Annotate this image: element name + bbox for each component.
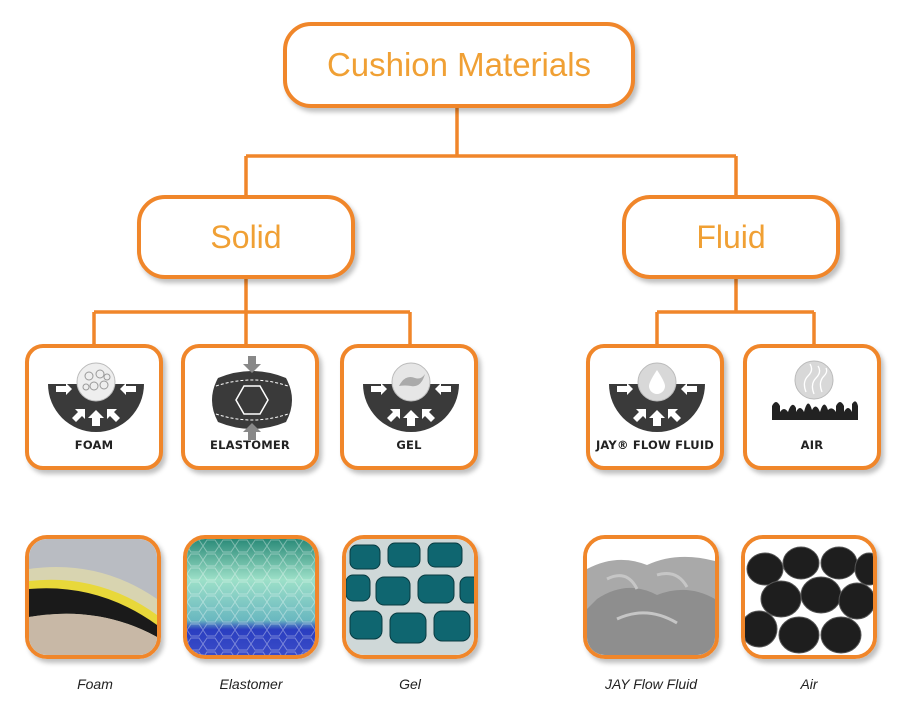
elastomer-card: ELASTOMER (181, 344, 319, 470)
jay-flow-fluid-caption: JAY Flow Fluid (604, 676, 698, 692)
diagram-title: Cushion Materials (326, 46, 592, 83)
air-card: AIR (743, 344, 881, 470)
solid-node: Solid (137, 195, 355, 279)
foam-caption: Foam (77, 676, 113, 692)
gel-label: GEL (396, 438, 422, 452)
gel-card: GEL (340, 344, 478, 470)
foam-card: FOAM (25, 344, 163, 470)
jay-flow-fluid-card: JAY® FLOW FLUID (586, 344, 724, 470)
fluid-drop-icon (609, 362, 705, 432)
elastomer-photo (183, 535, 319, 659)
foam-label: FOAM (74, 438, 114, 452)
fluid-node: Fluid (622, 195, 840, 279)
solid-label: Solid (210, 218, 282, 255)
air-icon (772, 360, 858, 420)
air-caption: Air (800, 676, 818, 692)
foam-icon (48, 362, 144, 432)
elastomer-icon (212, 356, 292, 440)
jay-flow-fluid-photo (583, 535, 719, 659)
fluid-label: Fluid (696, 218, 766, 255)
gel-caption: Gel (399, 676, 421, 692)
air-photo (741, 535, 877, 659)
gel-photo (342, 535, 478, 659)
jay-flow-fluid-label: JAY® FLOW FLUID (595, 438, 715, 452)
air-label: AIR (800, 438, 824, 452)
foam-photo (25, 535, 161, 659)
gel-icon (363, 362, 459, 432)
elastomer-caption: Elastomer (219, 676, 283, 692)
elastomer-label: ELASTOMER (210, 438, 290, 452)
root-node: Cushion Materials (283, 22, 635, 108)
